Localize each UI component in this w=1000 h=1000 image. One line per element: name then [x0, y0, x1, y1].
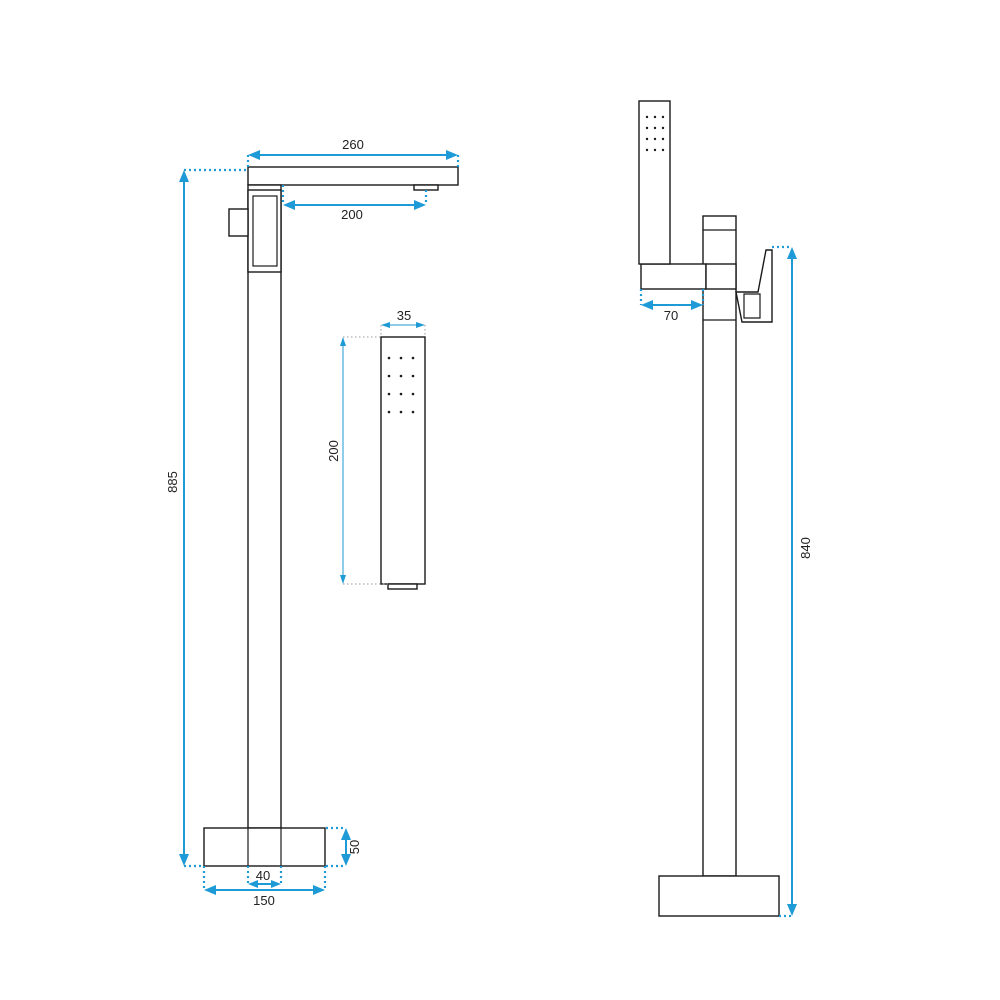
label-150: 150: [253, 893, 275, 908]
dim-spout-reach: 200: [281, 185, 428, 222]
holder-bar: [640, 263, 707, 290]
label-70: 70: [664, 308, 678, 323]
mixer-handle-face: [252, 195, 278, 267]
handshower-nozzles: [387, 356, 415, 414]
holder-block: [705, 263, 737, 290]
handshower-connector: [387, 583, 418, 590]
dim-side-height: 840: [772, 245, 813, 918]
dim-pipe-width: 40: [246, 866, 283, 888]
mixer-lever-inner: [743, 293, 761, 319]
spout: [247, 166, 459, 186]
dim-holder-depth: 70: [639, 289, 705, 323]
side-handshower-nozzles: [645, 115, 665, 152]
base-plate: [203, 827, 326, 867]
label-50: 50: [347, 840, 362, 854]
dim-handshower-length: 200: [326, 336, 388, 585]
label-885: 885: [165, 471, 180, 493]
dim-handshower-width: 35: [380, 308, 426, 337]
handshower-body: [380, 336, 426, 585]
dim-base-width: 150: [202, 866, 327, 908]
side-knob: [228, 208, 249, 237]
handshower-view: [380, 336, 426, 590]
label-840: 840: [798, 537, 813, 559]
label-35: 35: [397, 308, 411, 323]
dim-total-height: 885: [165, 168, 246, 868]
label-40: 40: [256, 868, 270, 883]
dim-spout-length: 260: [246, 137, 460, 167]
faucet-side-view: [638, 100, 780, 917]
label-260: 260: [342, 137, 364, 152]
dim-base-height: 50: [326, 826, 362, 868]
side-base-plate: [658, 875, 780, 917]
vertical-pipe: [247, 184, 282, 829]
label-200-handshower: 200: [326, 440, 341, 462]
mixer-lever: [735, 249, 773, 323]
label-200-reach: 200: [341, 207, 363, 222]
side-pipe: [702, 215, 737, 877]
side-handshower: [638, 100, 671, 265]
spout-aerator: [413, 184, 439, 191]
faucet-front-view: [203, 166, 459, 867]
